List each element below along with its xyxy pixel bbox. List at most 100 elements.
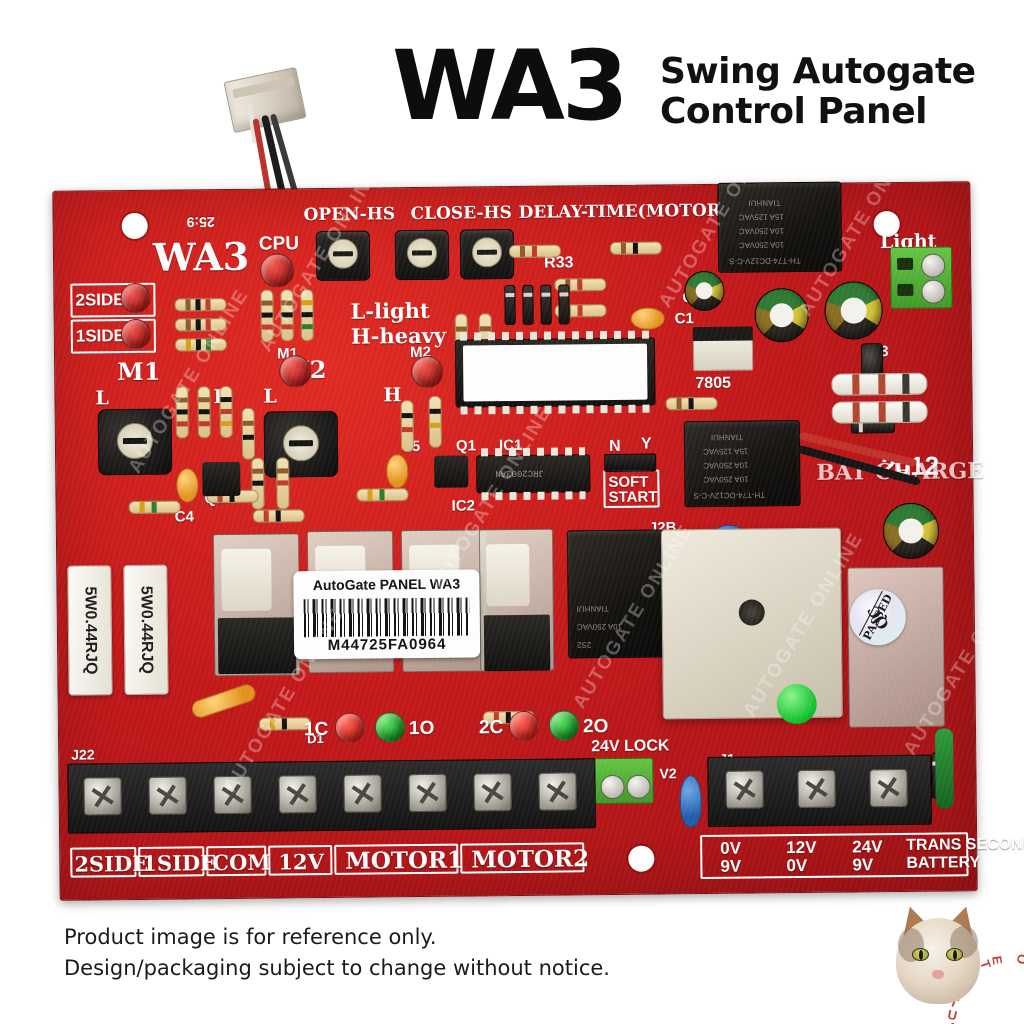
qc-green-dot	[776, 683, 817, 725]
cat-eye-left	[912, 948, 929, 961]
fuse-green	[934, 728, 954, 809]
disclaimer-line2: Design/packaging subject to change witho…	[64, 956, 610, 980]
regulator-7805	[692, 336, 754, 372]
ic1-label-overlay	[462, 343, 648, 402]
regulator-7805-tab	[692, 326, 753, 342]
screw-light-2[interactable]	[921, 279, 946, 304]
resistor	[300, 289, 314, 342]
relay-mid-right: TH-T74-DC12V-C-S 10A 250VAC 10A 250VAC 1…	[683, 420, 801, 508]
relay-rating-3: 15A 125VAC	[738, 212, 784, 222]
screw-light-1[interactable]	[921, 253, 946, 278]
terminal-label-1side: 1SIDE	[142, 850, 217, 876]
transistor-q1	[434, 455, 469, 488]
power-resistor-2: 5W0.44RJQ	[123, 564, 169, 696]
jumper-soft-start[interactable]	[604, 453, 657, 473]
resistor	[174, 298, 227, 312]
light-wire-hole-1	[897, 257, 914, 270]
resistor	[174, 318, 227, 332]
capacitor-c1	[630, 307, 665, 330]
designator-v2: V2	[659, 765, 677, 782]
barcode-title: AutoGate PANEL WA3	[312, 575, 461, 594]
ic2-pins-top	[481, 447, 586, 457]
label-battery: BATTERY	[906, 854, 981, 872]
inductor-orange	[189, 682, 258, 721]
ic1-pins-top	[459, 330, 650, 341]
relay-part-number-2: TH-T74-DC12V-C-S	[693, 490, 766, 501]
led-cpu	[259, 253, 295, 288]
barcode-code: M44725FA0964	[327, 635, 447, 654]
capacitor-c5	[386, 454, 409, 489]
transistor-q2	[202, 461, 241, 497]
ic2-pins-bottom	[481, 491, 586, 501]
power-terminal-screw[interactable]	[869, 768, 908, 808]
cat-nose	[932, 970, 944, 979]
light-wire-hole-2	[897, 283, 914, 296]
capacitor-large-1	[754, 287, 809, 343]
trimmer-m1[interactable]	[97, 408, 173, 476]
relay-clear-1-base	[217, 617, 297, 675]
mounting-hole-tl	[121, 212, 148, 240]
label-m2-l: L	[263, 385, 277, 408]
relay-brand-2: TIANHUI	[710, 432, 743, 442]
terminal-screw[interactable]	[213, 775, 252, 815]
label-l-light: L-light	[350, 297, 430, 324]
trimmer-close-hs[interactable]	[394, 229, 450, 281]
terminal-screw[interactable]	[538, 772, 577, 811]
terminal-label-2side: 2SIDE	[74, 850, 149, 877]
resistor	[508, 244, 562, 259]
terminal-screw[interactable]	[473, 773, 512, 812]
terminal-screw[interactable]	[343, 774, 382, 813]
power-terminal-screw[interactable]	[797, 769, 836, 809]
label-1side-pcb: 1SIDE	[75, 326, 126, 346]
screw-24v-lock-2[interactable]	[626, 774, 651, 799]
led-2c	[508, 710, 540, 742]
page-title: WA3	[392, 30, 629, 142]
header-subtitle: Swing Autogate Control Panel	[660, 52, 976, 132]
label-date-code: 25:9	[186, 214, 215, 231]
resistor	[356, 488, 409, 502]
relay-brand: TIANHUI	[748, 198, 781, 208]
resistor	[400, 400, 415, 453]
label-h-heavy: H-heavy	[350, 322, 447, 349]
label-24v-lock: 24V LOCK	[591, 737, 670, 756]
trimmer-open-hs[interactable]	[315, 230, 371, 282]
trimmer-delay-time[interactable]	[459, 228, 515, 280]
label-delay-time: DELAY-TIME(MOTOR2)	[518, 200, 741, 223]
screw-24v-lock-1[interactable]	[600, 774, 625, 800]
power-terminal-screw[interactable]	[725, 770, 764, 809]
resistor	[276, 457, 290, 510]
terminal-label-com: COM	[212, 849, 271, 876]
ic2-marking: JRC2003AN	[495, 467, 544, 479]
label-m1-l: L	[95, 387, 109, 410]
relay-rating-c1: 10A 250VAC	[576, 621, 623, 632]
label-led-1o: 1O	[408, 717, 435, 740]
terminal-screw[interactable]	[278, 775, 317, 814]
trimmer-m2[interactable]	[263, 410, 339, 478]
terminal-screw[interactable]	[408, 773, 447, 813]
terminal-screw[interactable]	[83, 777, 122, 816]
relay-rating-2c: 15A 125VAC	[703, 446, 749, 457]
resistor	[241, 407, 256, 460]
label-cpu: CPU	[258, 233, 300, 255]
label-led-2o: 2O	[582, 716, 609, 738]
cat-eye-right	[946, 948, 963, 961]
connector-light[interactable]	[889, 246, 953, 310]
logo-ring-char: A	[948, 1020, 957, 1024]
power-terminal-9v-bot2: 9V	[852, 855, 874, 875]
terminal-screw[interactable]	[148, 776, 187, 815]
fuse-holder-block	[847, 566, 945, 728]
ic2-chip: JRC2003AN	[476, 447, 591, 501]
connector-24v-lock[interactable]	[593, 757, 654, 805]
terminal-block-main[interactable]	[67, 758, 597, 834]
relay-clear-4-base	[483, 614, 551, 672]
resistor	[219, 385, 233, 439]
capacitor-q2	[176, 468, 199, 503]
relay-main-top: TH-T74-DC12V-C-S 10A 250VAC 10A 250VAC 1…	[717, 181, 843, 273]
designator-c1: C1	[674, 310, 694, 328]
resistor	[665, 396, 718, 411]
relay-rating-2b: 10A 250VAC	[703, 460, 749, 471]
resistor	[280, 289, 294, 342]
label-led-2c: 2C	[478, 717, 504, 739]
led-1o	[374, 712, 406, 743]
